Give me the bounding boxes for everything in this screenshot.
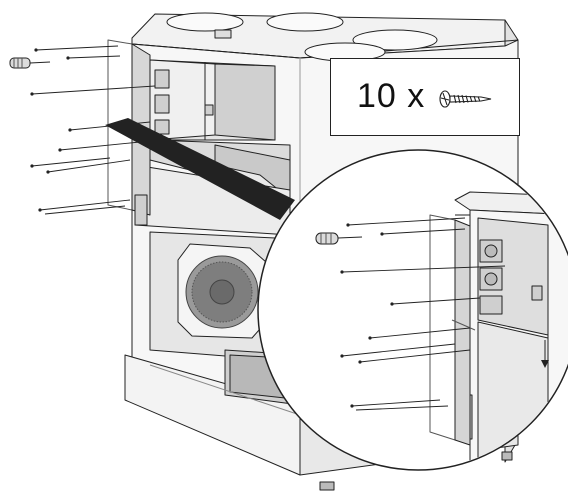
quantity-label: 10 x <box>357 77 426 115</box>
magnified-detail <box>257 149 568 471</box>
screw-icon <box>435 81 497 117</box>
quantity-callout: 10 x <box>330 58 520 136</box>
screw-heads-main <box>30 48 72 212</box>
duct-collars <box>166 12 438 62</box>
screwdriver-zoom-icon <box>315 232 363 245</box>
zoom-beam <box>105 118 295 220</box>
screwdriver-icon <box>9 57 51 69</box>
fan-compartment <box>149 231 276 361</box>
